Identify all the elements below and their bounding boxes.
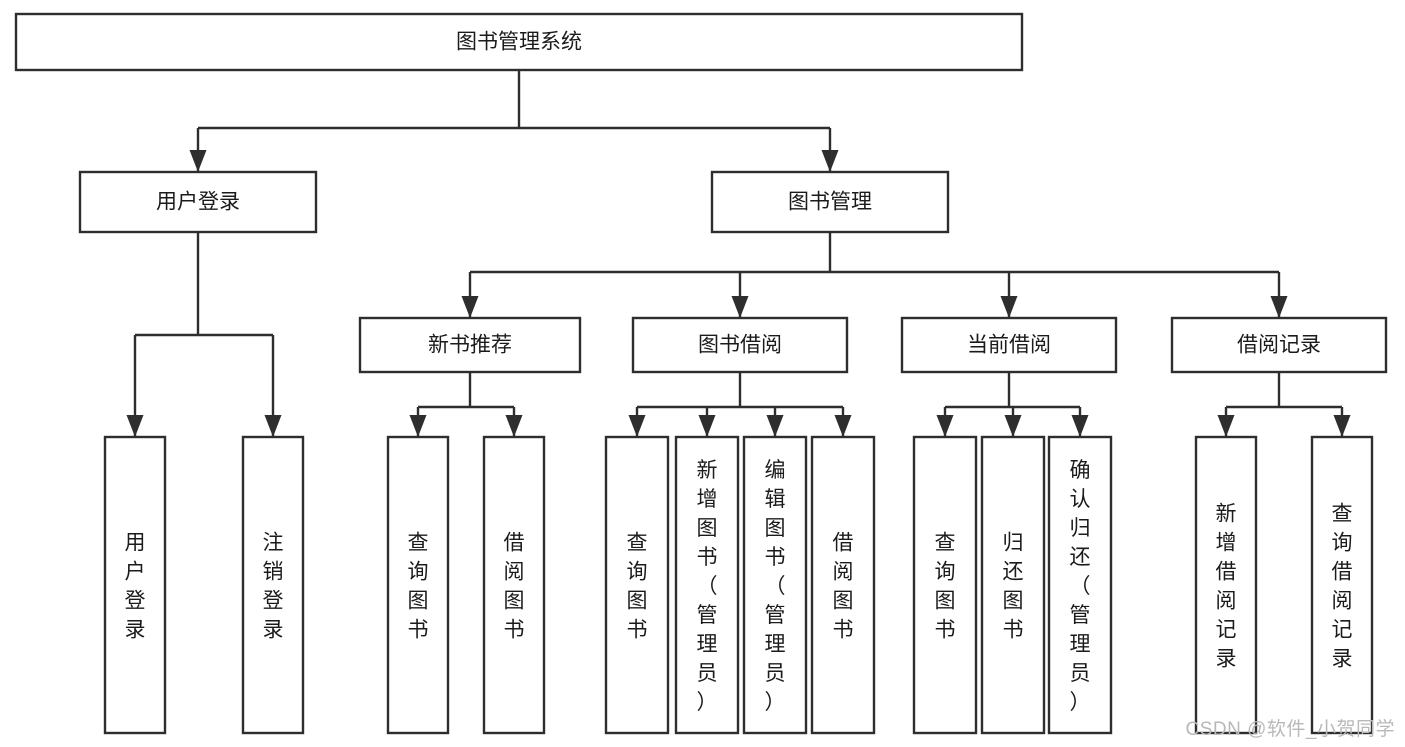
node-label-confirm-return-admin: 确认归还（管理员） (1070, 459, 1091, 714)
node-label-query-book-3: 查询图书 (935, 532, 956, 642)
node-book-manage[interactable]: 图书管理 (710, 170, 950, 234)
node-label-new-book-recommend: 新书推荐 (428, 334, 512, 357)
arrow-head-icon-book-borrow-0 (628, 415, 646, 437)
node-box-query-borrow-record (1310, 435, 1374, 735)
arrow-head-icon-book-borrow-2 (766, 415, 784, 437)
node-box-return-book (980, 435, 1046, 735)
node-box-current-borrow (900, 316, 1118, 374)
node-box-add-book-admin (674, 435, 740, 735)
node-box-query-book-1 (386, 435, 450, 735)
arrow-head-icon-new-book-recommend-1 (505, 415, 523, 437)
node-current-borrow[interactable]: 当前借阅 (900, 316, 1118, 374)
node-box-query-book-2 (604, 435, 670, 735)
node-label-query-borrow-record: 查询借阅记录 (1332, 503, 1353, 671)
node-query-book-3[interactable]: 查询图书 (912, 435, 978, 735)
node-label-query-book-1: 查询图书 (408, 532, 429, 642)
node-return-book[interactable]: 归还图书 (980, 435, 1046, 735)
node-query-book-1[interactable]: 查询图书 (386, 435, 450, 735)
node-box-borrow-records (1170, 316, 1388, 374)
node-confirm-return-admin[interactable]: 确认归还（管理员） (1047, 435, 1113, 735)
node-label-current-borrow: 当前借阅 (967, 334, 1051, 357)
node-user-login[interactable]: 用户登录 (78, 170, 318, 234)
node-root[interactable]: 图书管理系统 (14, 12, 1024, 72)
arrow-head-icon-current-borrow-0 (936, 415, 954, 437)
arrow-head-icon-borrow-records-1 (1333, 415, 1351, 437)
node-edit-book-admin[interactable]: 编辑图书（管理员） (742, 435, 808, 735)
node-label-user-login-do: 用户登录 (125, 532, 146, 642)
node-borrow-book-2[interactable]: 借阅图书 (810, 435, 876, 735)
arrow-head-icon-book-manage-1 (731, 296, 749, 318)
arrow-head-icon-root-1 (821, 150, 839, 172)
arrow-head-icon-book-borrow-1 (698, 415, 716, 437)
node-label-return-book: 归还图书 (1003, 532, 1024, 642)
node-label-book-manage: 图书管理 (788, 191, 872, 214)
node-user-logout[interactable]: 注销登录 (241, 435, 305, 735)
node-box-book-manage (710, 170, 950, 234)
node-label-user-login: 用户登录 (156, 191, 240, 214)
node-box-query-book-3 (912, 435, 978, 735)
node-add-book-admin[interactable]: 新增图书（管理员） (674, 435, 740, 735)
node-box-user-login-do (103, 435, 167, 735)
arrow-head-icon-root-0 (189, 150, 207, 172)
node-new-book-recommend[interactable]: 新书推荐 (358, 316, 582, 374)
node-add-borrow-record[interactable]: 新增借阅记录 (1194, 435, 1258, 735)
node-label-user-logout: 注销登录 (263, 532, 284, 642)
node-label-borrow-records: 借阅记录 (1237, 334, 1321, 357)
node-box-edit-book-admin (742, 435, 808, 735)
node-box-borrow-book-2 (810, 435, 876, 735)
arrow-head-icon-new-book-recommend-0 (409, 415, 427, 437)
node-user-login-do[interactable]: 用户登录 (103, 435, 167, 735)
node-book-borrow[interactable]: 图书借阅 (631, 316, 849, 374)
node-box-borrow-book-1 (482, 435, 546, 735)
node-label-book-borrow: 图书借阅 (698, 334, 782, 357)
arrow-head-icon-book-borrow-3 (834, 415, 852, 437)
node-query-borrow-record[interactable]: 查询借阅记录 (1310, 435, 1374, 735)
arrow-head-icon-user-login-1 (264, 415, 282, 437)
node-label-edit-book-admin: 编辑图书（管理员） (765, 459, 786, 714)
arrow-head-icon-user-login-0 (126, 415, 144, 437)
node-label-borrow-book-1: 借阅图书 (504, 532, 525, 642)
node-label-add-borrow-record: 新增借阅记录 (1216, 503, 1237, 671)
node-borrow-book-1[interactable]: 借阅图书 (482, 435, 546, 735)
arrow-head-icon-current-borrow-1 (1004, 415, 1022, 437)
node-box-book-borrow (631, 316, 849, 374)
node-box-add-borrow-record (1194, 435, 1258, 735)
node-borrow-records[interactable]: 借阅记录 (1170, 316, 1388, 374)
node-box-root (14, 12, 1024, 72)
node-label-add-book-admin: 新增图书（管理员） (697, 459, 718, 714)
arrow-head-icon-borrow-records-0 (1217, 415, 1235, 437)
arrow-head-icon-book-manage-2 (1000, 296, 1018, 318)
node-label-borrow-book-2: 借阅图书 (833, 532, 854, 642)
arrow-head-icon-current-borrow-2 (1071, 415, 1089, 437)
arrow-head-icon-book-manage-0 (461, 296, 479, 318)
node-query-book-2[interactable]: 查询图书 (604, 435, 670, 735)
node-box-confirm-return-admin (1047, 435, 1113, 735)
arrow-head-icon-book-manage-3 (1270, 296, 1288, 318)
node-label-query-book-2: 查询图书 (627, 532, 648, 642)
node-label-root: 图书管理系统 (456, 31, 582, 54)
node-box-user-logout (241, 435, 305, 735)
